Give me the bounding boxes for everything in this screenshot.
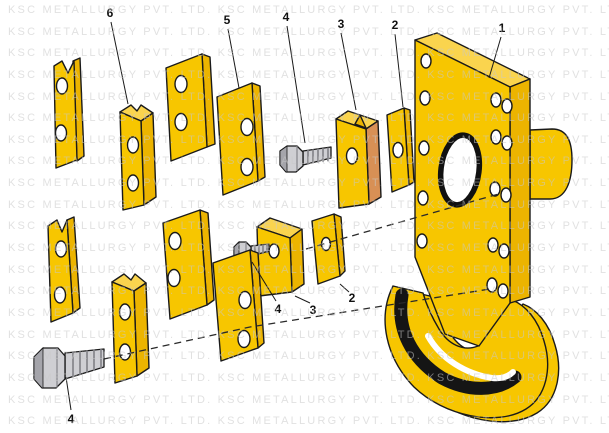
bolt-hole xyxy=(345,147,359,165)
bolt-hole xyxy=(168,231,182,251)
part-4-hex-bolt-bottom xyxy=(33,347,105,389)
bolt-shank xyxy=(64,348,105,380)
bolt-hole xyxy=(53,286,67,304)
bolt-hole xyxy=(500,187,512,203)
callout-4-middle: 4 xyxy=(275,302,282,316)
notched-block-2-front-face xyxy=(111,281,138,384)
bolt-head-facet xyxy=(279,145,288,173)
callout-4-top: 4 xyxy=(283,10,290,24)
leader-line-4-bottom xyxy=(65,376,72,411)
callout-6: 6 xyxy=(107,6,114,20)
assembly-axis-bottom xyxy=(103,288,491,360)
assembly-axis-middle xyxy=(305,192,503,250)
bolt-hole xyxy=(418,140,430,156)
plate-side-face xyxy=(509,78,531,304)
bolt-hole xyxy=(174,74,188,94)
bolt-hole xyxy=(416,233,428,249)
bolt-hole xyxy=(54,240,68,258)
part-1-main-plate-with-hook xyxy=(384,32,573,423)
liner-plate-2-face xyxy=(162,209,208,320)
leader-line-4-top xyxy=(286,25,306,144)
leader-line-4-middle xyxy=(251,261,277,302)
leader-line-2-top xyxy=(394,33,404,108)
callout-5: 5 xyxy=(224,13,231,27)
liner-plate-face xyxy=(165,53,208,162)
part-4-hex-bolt-top xyxy=(279,145,332,173)
bolt-hole xyxy=(420,53,432,69)
bolt-hole xyxy=(486,277,498,293)
bolt-head-facet xyxy=(33,347,44,389)
bolt-hole xyxy=(167,268,181,288)
bolt-hole xyxy=(392,141,404,159)
bolt-hole xyxy=(487,237,499,253)
bottom-row-parts xyxy=(33,209,265,389)
callout-4-bottom: 4 xyxy=(68,412,75,426)
plate-boss xyxy=(529,128,573,200)
bolt-hole xyxy=(240,117,254,137)
bolt-hole xyxy=(126,174,140,192)
part-3-mid-front-face xyxy=(256,226,293,297)
bolt-hole xyxy=(174,112,188,132)
bolt-hole xyxy=(240,157,254,177)
bolt-hole xyxy=(501,98,513,114)
callout-2-top: 2 xyxy=(392,18,399,32)
bolt-hole xyxy=(419,90,431,106)
hook-slot-gap xyxy=(425,333,516,382)
top-row-parts xyxy=(53,53,415,211)
callout-1: 1 xyxy=(499,21,506,35)
callout-2-middle: 2 xyxy=(349,291,356,305)
bolt-hole xyxy=(118,303,132,321)
part-6-front-face xyxy=(119,111,145,211)
callout-3-top: 3 xyxy=(338,17,345,31)
bolt-hole xyxy=(498,243,510,259)
bolt-hole xyxy=(238,290,252,310)
leader-line-3-middle xyxy=(294,295,311,304)
part-3-notch xyxy=(354,114,367,129)
bolt-hole xyxy=(54,124,68,142)
bolt-hole xyxy=(118,343,132,361)
bolt-hole xyxy=(126,136,140,154)
bolt-hole xyxy=(490,129,502,145)
bolt-hole xyxy=(417,190,429,206)
callout-3-middle: 3 xyxy=(310,303,317,317)
wear-plate-tall-face xyxy=(53,60,78,169)
leader-line-3-top xyxy=(340,32,357,111)
bolt-hole xyxy=(237,329,251,349)
bolt-hole xyxy=(501,135,513,151)
part-5-plate-face xyxy=(216,82,259,196)
bolt-hole xyxy=(489,181,501,197)
bolt-hole xyxy=(55,77,69,95)
bolt-hole xyxy=(497,283,509,299)
liner-plate-3-face xyxy=(212,249,259,362)
bolt-hole xyxy=(490,92,502,108)
leader-line-5 xyxy=(227,28,240,89)
plate-large-bore xyxy=(437,132,483,208)
bolt-hole xyxy=(268,243,280,259)
leader-line-1 xyxy=(488,36,502,79)
hook-slot-outline xyxy=(394,288,522,395)
leader-line-6 xyxy=(110,21,129,105)
leader-line-2-middle xyxy=(339,283,350,293)
